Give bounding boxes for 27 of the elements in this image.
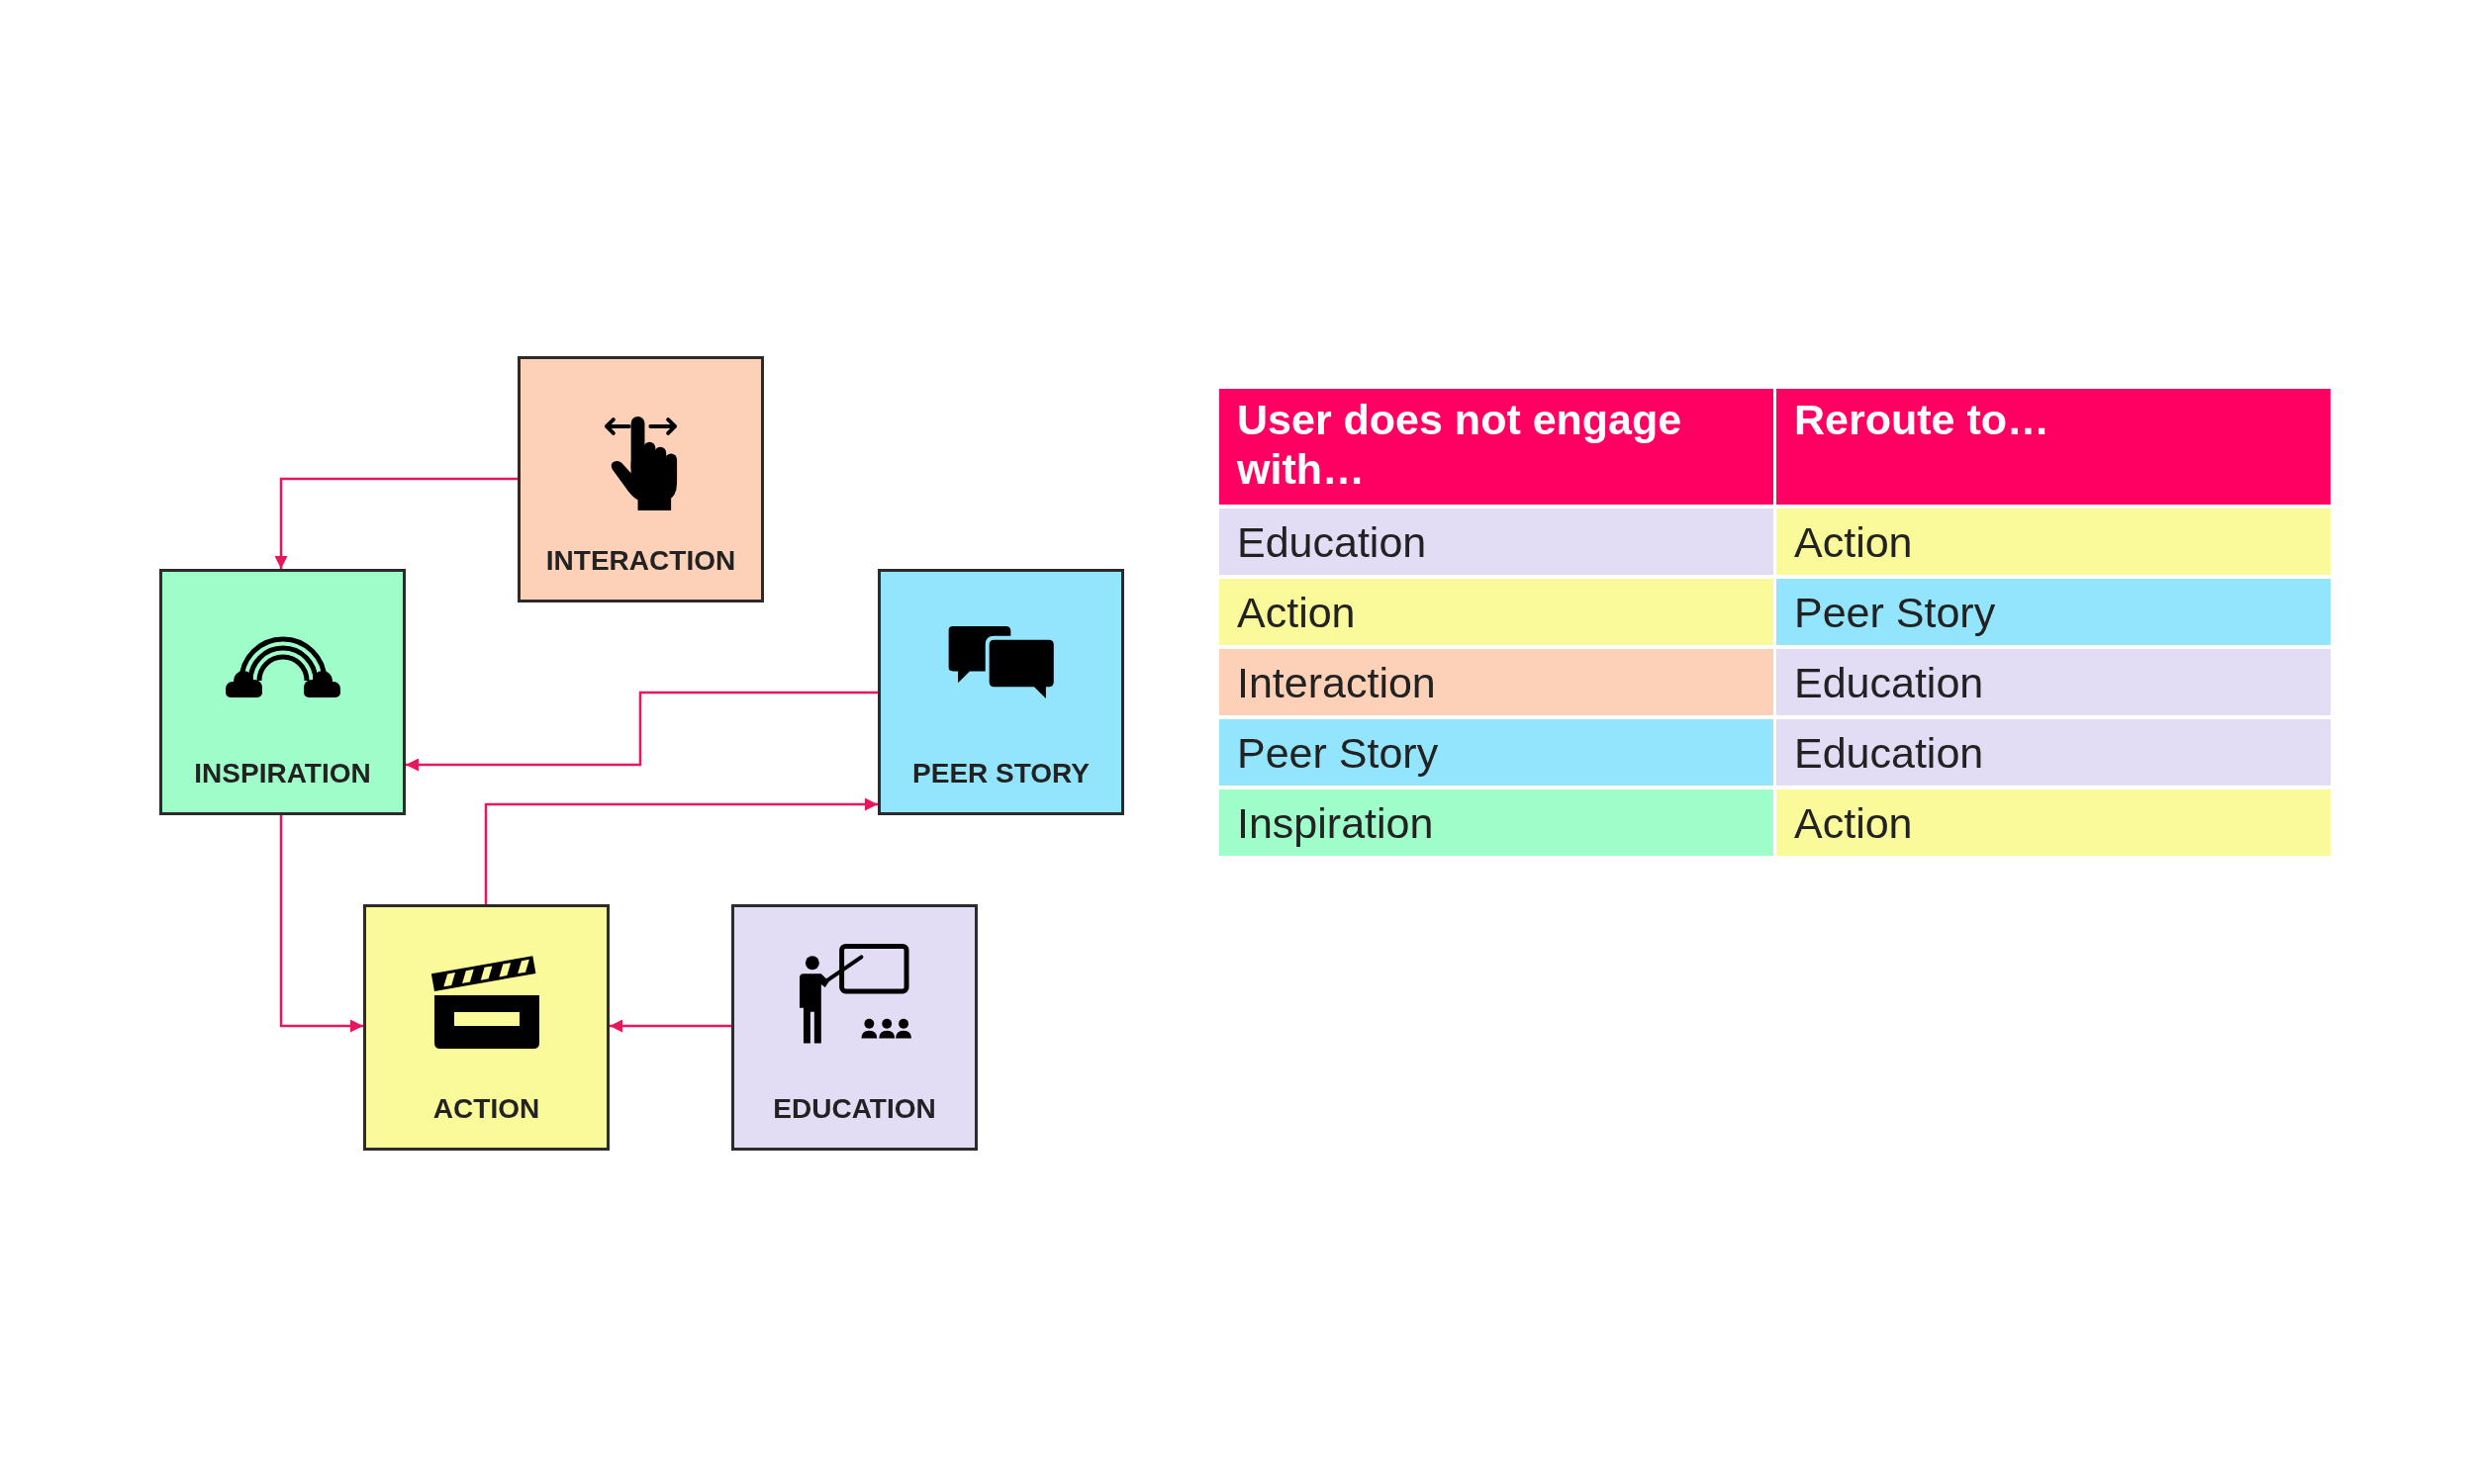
- category-box: [878, 569, 1124, 815]
- node-label: ACTION: [432, 1092, 540, 1126]
- table-header-cell: Reroute to…: [1776, 389, 2331, 505]
- node-label: INTERACTION: [545, 544, 736, 578]
- arrow: [610, 1019, 731, 1033]
- node-label: EDUCATION: [773, 1092, 936, 1126]
- arrow: [279, 815, 363, 1033]
- node-label: PEER STORY: [912, 757, 1090, 790]
- arrow: [484, 797, 878, 904]
- table-cell: Education: [1776, 649, 2331, 715]
- category-box: [731, 904, 978, 1151]
- table-cell: Peer Story: [1776, 579, 2331, 645]
- category-box: [159, 569, 406, 815]
- table-cell: Action: [1776, 789, 2331, 856]
- table-cell: Action: [1776, 509, 2331, 575]
- table-cell: Inspiration: [1219, 789, 1773, 856]
- arrow: [406, 691, 878, 772]
- table-cell: Action: [1219, 579, 1773, 645]
- table-cell: Education: [1219, 509, 1773, 575]
- table-cell: Peer Story: [1219, 719, 1773, 786]
- arrow: [274, 477, 518, 569]
- table-header-cell: User does not engage with…: [1219, 389, 1773, 505]
- category-box: [518, 356, 764, 603]
- table-cell: Education: [1776, 719, 2331, 786]
- table-cell: Interaction: [1219, 649, 1773, 715]
- category-box: [363, 904, 610, 1151]
- node-label: INSPIRATION: [194, 757, 371, 790]
